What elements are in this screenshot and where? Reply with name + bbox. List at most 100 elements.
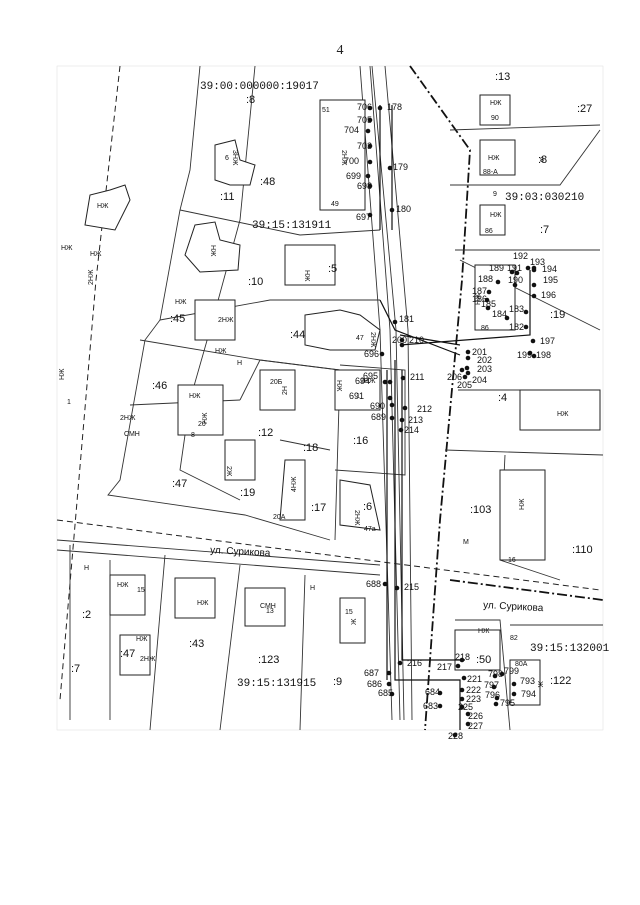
building-label: НЖ <box>557 411 569 418</box>
house-number: 8 <box>540 157 544 164</box>
boundary-dashdot-east <box>409 65 471 731</box>
plot-label: :47 <box>172 478 187 490</box>
survey-point-marker <box>492 673 498 679</box>
street-name: ул. Сурикова <box>210 545 271 559</box>
survey-point-marker <box>465 349 471 355</box>
survey-point-marker <box>389 402 395 408</box>
survey-point-number: 182 <box>509 322 524 332</box>
survey-point-marker <box>459 367 465 373</box>
house-number: 86 <box>485 228 493 235</box>
survey-point-number: 688 <box>366 579 381 589</box>
survey-point-marker <box>367 159 373 165</box>
survey-point-number: 698 <box>357 181 372 191</box>
survey-point-marker <box>389 691 395 697</box>
house-number: 1 <box>356 393 360 400</box>
survey-point-number: 690 <box>370 401 385 411</box>
survey-point-marker <box>367 117 373 123</box>
plot-label: :122 <box>550 675 571 687</box>
survey-point-marker <box>399 417 405 423</box>
survey-point-marker <box>386 670 392 676</box>
survey-point-marker <box>465 711 471 717</box>
building-label: НЖ <box>197 600 209 607</box>
survey-point-number: 793 <box>520 676 535 686</box>
building-label: НЖ <box>90 251 102 258</box>
buildings <box>84 94 601 706</box>
survey-point-marker <box>525 265 531 271</box>
survey-point-number: 196 <box>541 290 556 300</box>
survey-point-marker <box>386 681 392 687</box>
plot-label: :6 <box>363 501 372 513</box>
survey-point-marker <box>531 282 537 288</box>
boundary-dashdot-street <box>449 579 604 601</box>
plot-label: :123 <box>258 654 279 666</box>
building-label: НЖ <box>335 380 342 392</box>
survey-point-marker <box>509 269 515 275</box>
survey-point-marker <box>530 338 536 344</box>
building-label: НЖ <box>478 628 490 635</box>
survey-point-number: 216 <box>407 658 422 668</box>
survey-point-marker <box>523 324 529 330</box>
survey-point-marker <box>511 681 517 687</box>
survey-point-number: 212 <box>417 404 432 414</box>
survey-point-number: 694 <box>355 376 370 386</box>
survey-point-number: 704 <box>344 125 359 135</box>
plot-label: :44 <box>290 329 305 341</box>
survey-point-marker <box>486 289 492 295</box>
survey-point-number: 214 <box>404 425 419 435</box>
survey-point-marker <box>367 105 373 111</box>
survey-point-number: 210 <box>409 335 424 345</box>
house-number: 90 <box>491 115 499 122</box>
survey-point-marker <box>437 703 443 709</box>
plot-boundary-e2 <box>444 449 604 456</box>
survey-point-marker <box>461 675 467 681</box>
building-label: Ж <box>536 681 543 688</box>
building-label: 2НЖ <box>140 656 156 663</box>
survey-point-marker <box>367 183 373 189</box>
survey-point-marker <box>484 297 490 303</box>
plot-boundaries-south <box>69 545 306 731</box>
plot-label: :9 <box>333 676 342 688</box>
survey-point-marker <box>511 691 517 697</box>
plot-label: :18 <box>303 442 318 454</box>
survey-point-number: 201 <box>472 347 487 357</box>
plot-label: :7 <box>71 663 80 675</box>
building-label: 4НЖ <box>291 476 298 492</box>
building-label: НЖ <box>490 100 502 107</box>
building-label: 2НЖ <box>353 510 360 526</box>
survey-point-marker <box>523 309 529 315</box>
road-line-4 <box>384 65 413 721</box>
survey-point-number: 794 <box>521 689 536 699</box>
plot-label: :17 <box>311 502 326 514</box>
plot-boundary-v1 <box>239 359 341 541</box>
building-label: НЖ <box>209 245 216 257</box>
house-number: 51 <box>322 107 330 114</box>
building-label: НЖ <box>202 412 209 424</box>
survey-point-marker <box>514 270 520 276</box>
plot-boundary-h5 <box>279 439 331 451</box>
survey-point-marker <box>459 687 465 693</box>
survey-point-marker <box>402 405 408 411</box>
plot-label: :46 <box>152 380 167 392</box>
plot-boundary-west <box>107 65 331 541</box>
survey-point-number: 213 <box>408 415 423 425</box>
house-number: 20Б <box>270 379 283 386</box>
survey-point-marker <box>387 379 393 385</box>
survey-point-marker <box>493 701 499 707</box>
building-label: НЖ <box>136 636 148 643</box>
survey-point-number: 202 <box>477 355 492 365</box>
plot-label: :4 <box>498 392 507 404</box>
plot-16 <box>334 364 406 476</box>
plot-label-layer: :8:13:27:48:11:8:7:5:10:45:44:19:46:4:12… <box>71 71 593 688</box>
building-label: 2НЖ <box>120 415 136 422</box>
survey-point-marker <box>399 337 405 343</box>
survey-point-number: 696 <box>364 349 379 359</box>
house-number: 20 <box>198 421 206 428</box>
building-label: Ж <box>351 618 358 625</box>
plot-label: :19 <box>240 487 255 499</box>
survey-point-number: 691 <box>349 391 364 401</box>
survey-point-number: 687 <box>364 668 379 678</box>
survey-point-marker <box>531 353 537 359</box>
survey-point-marker <box>527 350 533 356</box>
survey-point-number: 799 <box>504 666 519 676</box>
